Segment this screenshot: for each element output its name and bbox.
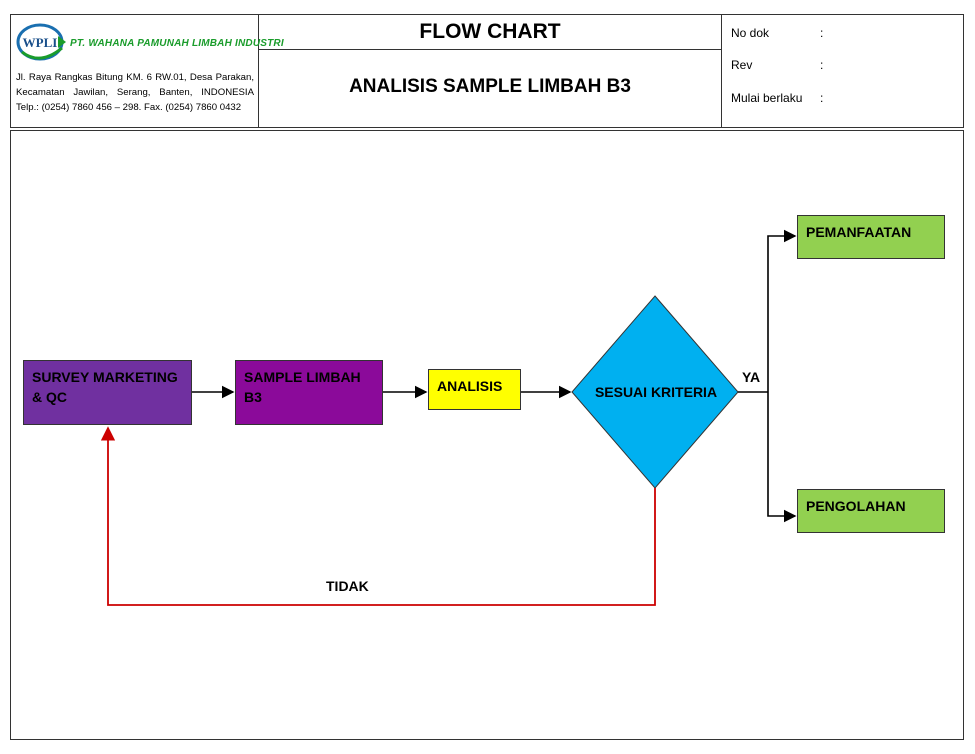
node-pengolahan: PENGOLAHAN [797, 489, 945, 533]
node-label: PENGOLAHAN [806, 498, 906, 514]
node-pemanfaatan: PEMANFAATAN [797, 215, 945, 259]
meta-label-mulai-berlaku: Mulai berlaku [731, 91, 803, 105]
arrow-reject-to-survey [100, 426, 656, 606]
arrow-to-pengolahan [767, 392, 797, 523]
logo-text: WPLI [23, 35, 58, 50]
header-divider [258, 49, 722, 50]
meta-label-no-dok: No dok [731, 26, 770, 40]
node-analisis: ANALISIS [428, 369, 521, 410]
document-type: FLOW CHART [419, 20, 561, 43]
diagram-frame [10, 130, 964, 740]
meta-separator: : [820, 91, 824, 105]
header-divider [258, 14, 259, 128]
meta-separator: : [820, 26, 824, 40]
company-address: Jl. Raya Rangkas Bitung KM. 6 RW.01, Des… [16, 72, 254, 113]
edge-label-yes: YA [742, 369, 761, 385]
node-label: SAMPLE LIMBAH B3 [244, 369, 361, 405]
node-label: SURVEY MARKETING & QC [32, 369, 178, 405]
company-name: PT. WAHANA PAMUNAH LIMBAH INDUSTRI [70, 38, 284, 49]
meta-separator: : [820, 58, 824, 72]
edge-label-no: TIDAK [326, 578, 369, 594]
arrow-to-pemanfaatan [767, 229, 797, 392]
company-logo-icon: WPLI [16, 23, 66, 61]
document-title: ANALISIS SAMPLE LIMBAH B3 [349, 76, 631, 97]
decision-label: SESUAI KRITERIA [594, 384, 718, 400]
node-survey-marketing-qc: SURVEY MARKETING & QC [23, 360, 192, 425]
node-label: PEMANFAATAN [806, 224, 912, 240]
node-label: ANALISIS [437, 378, 503, 394]
document-header [10, 14, 964, 128]
meta-label-rev: Rev [731, 58, 753, 72]
header-divider [721, 14, 722, 128]
node-sample-limbah: SAMPLE LIMBAH B3 [235, 360, 383, 425]
